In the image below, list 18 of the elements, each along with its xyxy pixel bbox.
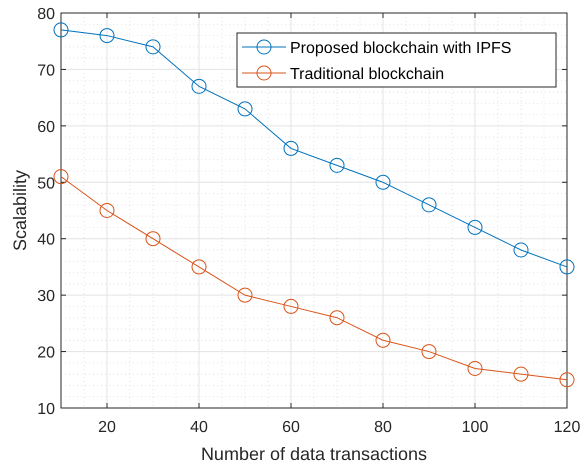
y-tick-label: 70 xyxy=(37,62,55,80)
y-tick-label: 20 xyxy=(37,344,55,362)
y-tick-label: 30 xyxy=(37,288,55,306)
x-tick-label: 20 xyxy=(98,419,116,436)
y-axis-title: Scalability xyxy=(10,170,30,252)
y-tick-label: 50 xyxy=(37,175,55,192)
x-tick-label: 60 xyxy=(282,419,300,436)
x-tick-label: 80 xyxy=(374,419,392,436)
x-tick-label: 40 xyxy=(190,419,208,436)
legend-label: Traditional blockchain xyxy=(290,66,444,83)
legend-label: Proposed blockchain with IPFS xyxy=(290,40,512,57)
y-tick-label: 10 xyxy=(37,401,55,418)
y-tick-label: 40 xyxy=(37,232,55,249)
x-tick-label: 120 xyxy=(554,419,580,436)
x-tick-label: 100 xyxy=(462,419,488,436)
y-tick-label: 60 xyxy=(37,118,55,136)
x-axis-title: Number of data transactions xyxy=(200,444,428,464)
y-tick-label: 80 xyxy=(37,6,55,23)
